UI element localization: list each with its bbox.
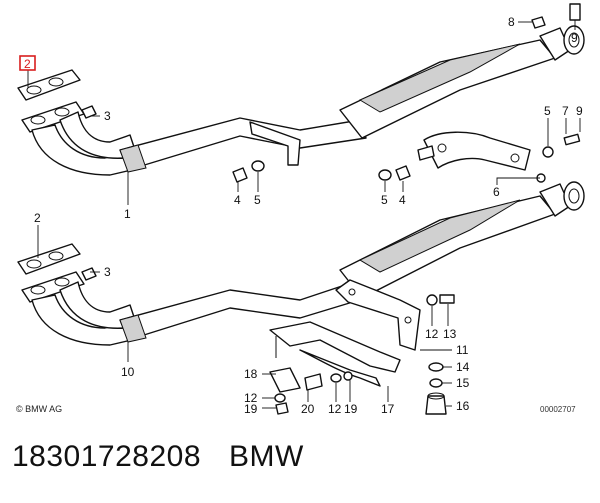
callout-12: 12	[244, 391, 258, 405]
callout-1: 1	[124, 207, 131, 221]
callout-4: 4	[234, 193, 241, 207]
callouts-bottom: 2 3 10 12 13 11 14 15 16 17 18 12 19 20 …	[34, 211, 470, 416]
hanger-bracket-top	[417, 131, 531, 171]
exhaust-parts-diagram: 2 3 1 4 5 5 4 8 9 5 7 9 6 2 3 10 12 13 1…	[17, 3, 585, 416]
callout-18: 18	[244, 367, 258, 381]
callout-15: 15	[456, 376, 470, 390]
callout-13: 13	[443, 327, 457, 341]
callout-14: 14	[456, 360, 470, 374]
diagram-reference-code: 00002707	[540, 405, 576, 414]
callout-12: 12	[328, 402, 342, 416]
callout-12: 12	[425, 327, 439, 341]
callout-9: 9	[571, 31, 578, 45]
callout-8: 8	[508, 15, 515, 29]
catalytic-converter-bottom	[339, 181, 585, 299]
front-exhaust-pipe-top	[17, 69, 367, 176]
hardware-top	[81, 3, 581, 183]
callout-19: 19	[244, 402, 258, 416]
callout-11: 11	[456, 343, 469, 357]
highlight-box	[19, 55, 36, 71]
part-number: 18301728208	[12, 440, 202, 473]
support-bracket-bottom	[269, 279, 421, 387]
brand-name: BMW	[229, 440, 304, 473]
callout-5: 5	[544, 104, 551, 118]
front-exhaust-pipe-bottom	[17, 243, 367, 346]
callout-9: 9	[576, 104, 583, 118]
callout-5: 5	[254, 193, 261, 207]
callout-6: 6	[493, 185, 500, 199]
callout-5: 5	[381, 193, 388, 207]
callout-2-highlighted: 2	[24, 57, 31, 71]
callout-19: 19	[344, 402, 358, 416]
copyright-label: © BMW AG	[16, 404, 63, 414]
hardware-bottom	[81, 267, 455, 415]
callout-4: 4	[399, 193, 406, 207]
callout-10: 10	[121, 365, 135, 379]
callout-16: 16	[456, 399, 470, 413]
callout-20: 20	[301, 402, 315, 416]
callout-3: 3	[104, 265, 111, 279]
callout-17: 17	[381, 402, 395, 416]
callout-2: 2	[34, 211, 41, 225]
catalytic-converter-top	[339, 25, 585, 139]
callout-3: 3	[104, 109, 111, 123]
part-caption: 18301728208 BMW	[12, 440, 592, 474]
callouts-top: 2 3 1 4 5 5 4 8 9 5 7 9 6	[19, 15, 583, 221]
callout-7: 7	[562, 104, 569, 118]
leader-lines	[27, 20, 581, 409]
